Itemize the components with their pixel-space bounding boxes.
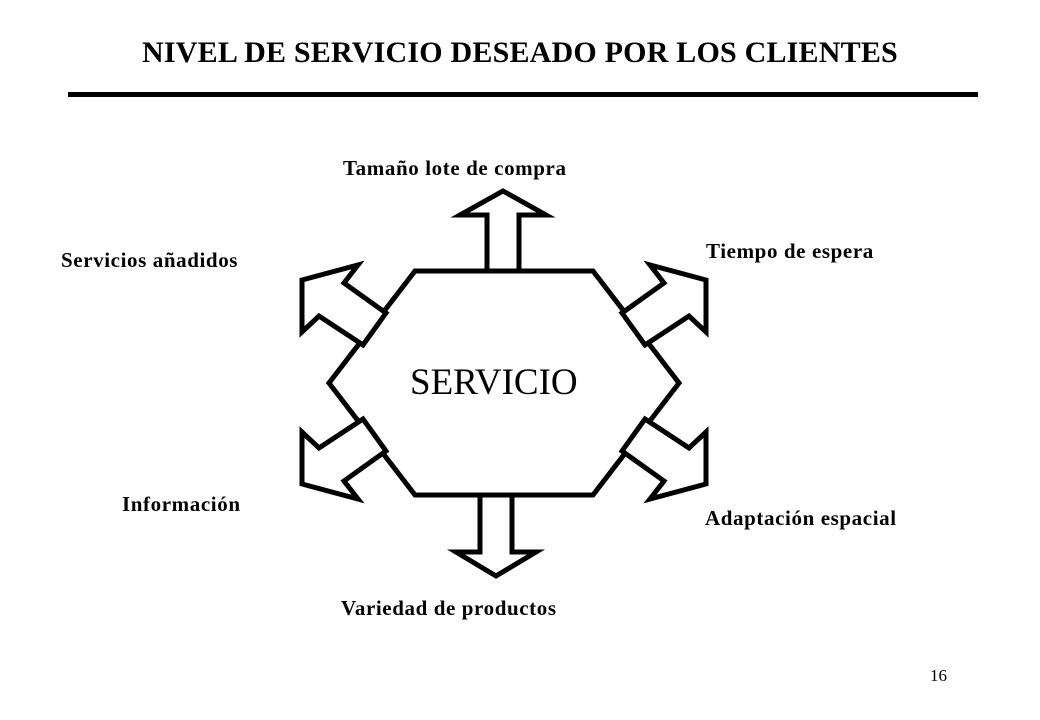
arrow-down-right-icon	[618, 415, 709, 504]
center-label: SERVICIO	[410, 362, 578, 403]
arrow-up-left-icon	[299, 260, 390, 349]
label-top-left: Servicios añadidos	[61, 248, 239, 272]
title-underline	[68, 92, 978, 97]
label-top: Tamaño lote de compra	[343, 156, 567, 180]
label-bottom-left: Información	[122, 492, 241, 516]
page-title: NIVEL DE SERVICIO DESEADO POR LOS CLIENT…	[142, 36, 898, 69]
arrow-down-left-icon	[299, 415, 390, 504]
arrow-up-icon	[450, 188, 556, 274]
label-bottom-right: Adaptación espacial	[705, 506, 897, 530]
service-hexagon	[325, 268, 683, 498]
page-number: 16	[930, 666, 947, 685]
label-top-right: Tiempo de espera	[706, 239, 874, 263]
label-bottom: Variedad de productos	[341, 596, 557, 620]
arrow-up-right-icon	[618, 260, 709, 349]
arrow-down-icon	[446, 492, 546, 579]
